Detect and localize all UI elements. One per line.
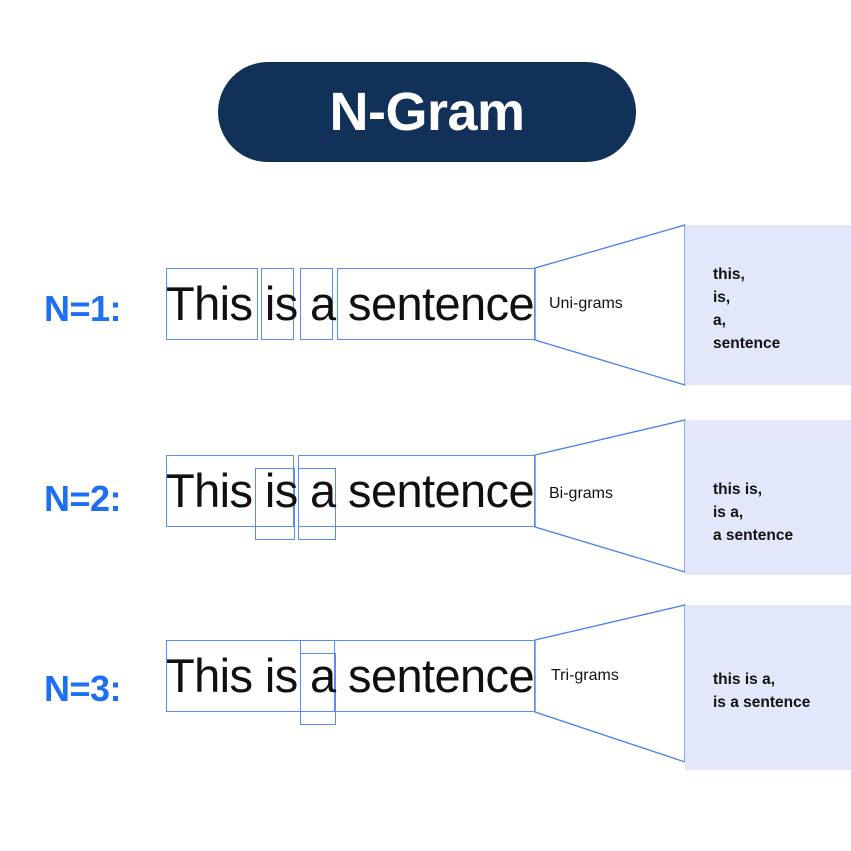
result-text-bigrams: this is, is a, a sentence [713,481,794,544]
funnel-label-trigrams: Tri-grams [551,667,619,684]
funnel-shape-n3 [534,604,686,763]
sentence-text-n2: This is a sentence [166,464,535,517]
token-box-a [300,268,333,340]
trigram-box-this-is-a [166,640,335,712]
ngram-row-n3: N=3: This is a sentence Tri-grams this i… [0,600,851,790]
sentence-text-n1: This is a sentence [166,277,535,330]
bigram-box-outer-right [298,455,535,527]
funnel-label-unigrams: Uni-grams [549,295,623,312]
token-box-is [261,268,294,340]
ngram-row-n1: N=1: This is a sentence Uni-grams this, … [0,220,851,410]
funnel-shape-n1 [534,224,686,386]
row-label-n3: N=3: [44,668,122,709]
row-label-n1: N=1: [44,288,122,329]
bigram-box-this-is [166,455,294,527]
row-label-n2: N=2: [44,478,122,519]
result-text-trigrams: this is a, is a sentence [713,671,811,711]
result-panel-trigrams: this is a, is a sentence [685,605,851,770]
trigram-box-outer-right [300,640,535,712]
token-box-this [166,268,258,340]
result-panel-bigrams: this is, is a, a sentence [685,420,851,575]
bigram-box-is-a [255,468,295,540]
page-title: N-Gram [329,82,525,142]
result-text-unigrams: this, is, a, sentence [713,266,781,352]
ngram-row-n2: N=2: This is a sentence Bi-grams this is… [0,410,851,600]
title-pill: N-Gram [218,62,636,162]
result-panel-unigrams: this, is, a, sentence [685,225,851,385]
funnel-label-bigrams: Bi-grams [549,485,614,502]
token-box-sentence [337,268,535,340]
sentence-text-n3: This is a sentence [166,649,535,702]
